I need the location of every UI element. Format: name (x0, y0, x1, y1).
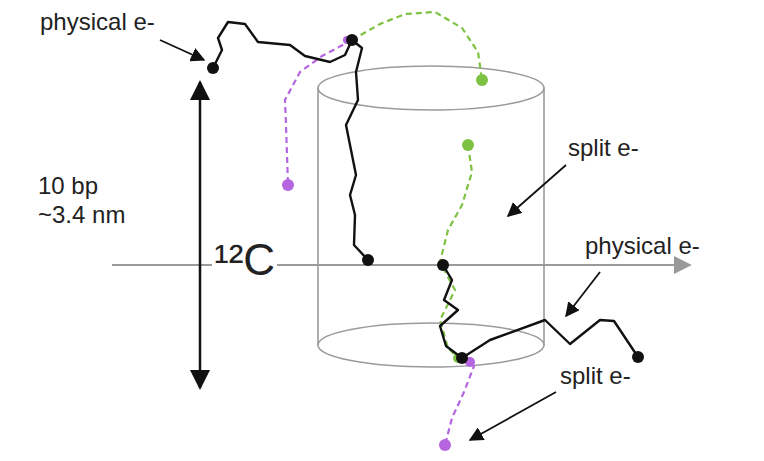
physical-track (213, 22, 638, 358)
element-label: ¹²C (212, 236, 277, 284)
dimension-label: 10 bp ~3.4 nm (38, 172, 138, 230)
track-label: physical e- (40, 8, 155, 37)
track-label: split e- (560, 362, 631, 391)
track-dot (453, 74, 488, 363)
leader-arrow (160, 40, 600, 440)
split-track-green (352, 12, 482, 358)
track-label: physical e- (585, 232, 700, 261)
axis-arrow (112, 264, 690, 266)
split-track-purple (285, 40, 474, 445)
track-label: split e- (568, 134, 639, 163)
track-dot (207, 34, 644, 364)
track-dot (282, 36, 475, 451)
dimension-arrow (199, 82, 202, 388)
